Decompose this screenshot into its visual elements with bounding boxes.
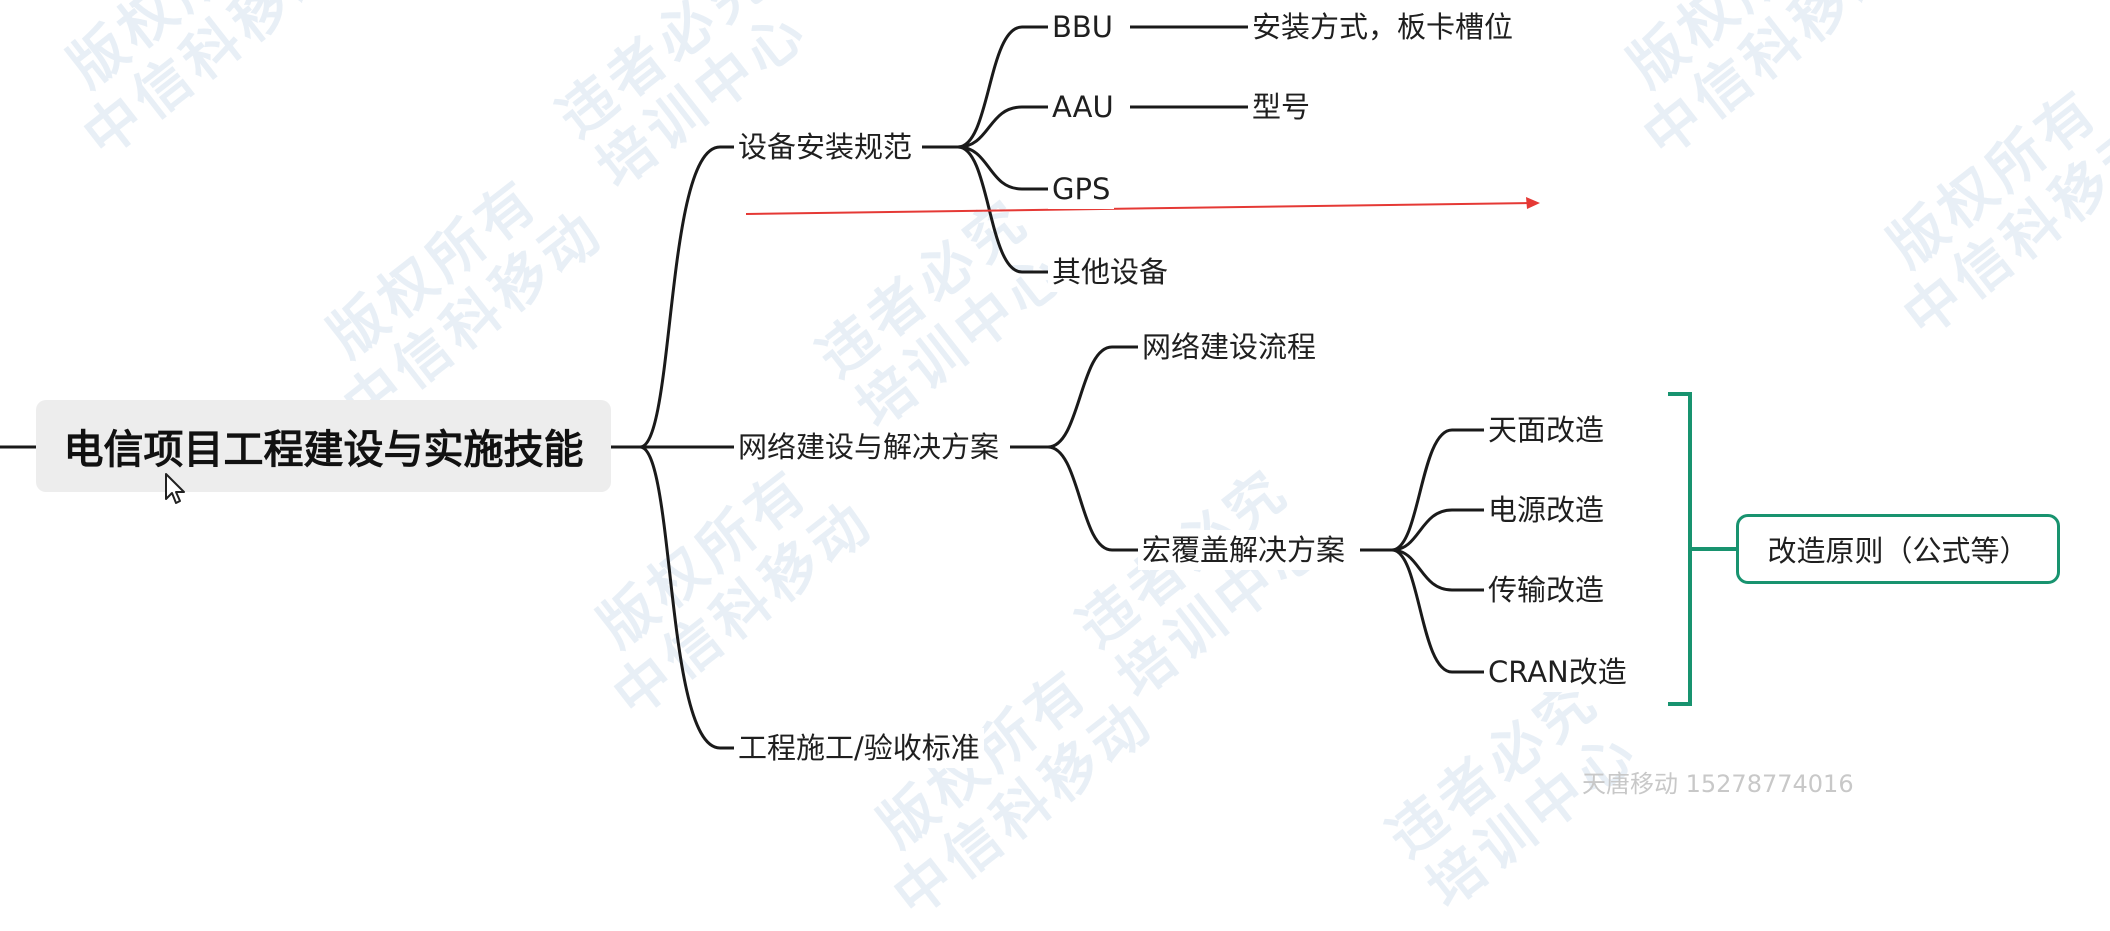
connector-device-aau	[957, 105, 1048, 149]
node-label: BBU	[1052, 10, 1114, 44]
node-label: CRAN改造	[1488, 655, 1627, 689]
connector-device-bbu	[957, 25, 1048, 149]
node-label: 设备安装规范	[738, 130, 913, 164]
node-label: 网络建设与解决方案	[738, 430, 1000, 464]
node-label: 宏覆盖解决方案	[1142, 533, 1346, 567]
node-macro-solution[interactable]: 宏覆盖解决方案	[1138, 530, 1350, 570]
node-label: AAU	[1052, 90, 1114, 124]
node-label: 其他设备	[1052, 255, 1169, 289]
connector-lines	[0, 25, 1736, 750]
node-label: 天面改造	[1488, 413, 1605, 447]
node-label: 电源改造	[1488, 493, 1605, 527]
mouse-cursor-icon	[165, 473, 185, 504]
node-label: 工程施工/验收标准	[738, 731, 980, 765]
node-construction-acceptance[interactable]: 工程施工/验收标准	[734, 728, 984, 768]
summary-bracket	[1668, 392, 1692, 706]
node-bbu[interactable]: BBU	[1048, 7, 1118, 47]
connector-root-device	[639, 145, 738, 449]
connector-root-construction	[639, 445, 738, 750]
node-device-install[interactable]: 设备安装规范	[734, 127, 917, 167]
node-tianmian[interactable]: 天面改造	[1484, 410, 1609, 450]
connector-macro-tianmian	[1391, 428, 1484, 552]
connector-network-macro	[1047, 445, 1138, 552]
node-network-solution[interactable]: 网络建设与解决方案	[734, 427, 1004, 467]
connector-macro-power	[1391, 508, 1484, 552]
summary-label: 改造原则（公式等）	[1767, 534, 2029, 568]
red-annotation-arrowhead	[1526, 197, 1540, 209]
connector-macro-transport	[1391, 548, 1484, 592]
node-label: GPS	[1052, 172, 1111, 206]
node-aau[interactable]: AAU	[1048, 87, 1118, 127]
node-network-process[interactable]: 网络建设流程	[1138, 327, 1321, 367]
red-annotation-line	[745, 202, 1531, 215]
connector-network-process	[1047, 345, 1138, 449]
node-label: 传输改造	[1488, 573, 1605, 607]
node-bbu-detail[interactable]: 安装方式，板卡槽位	[1248, 7, 1518, 47]
node-label: 型号	[1252, 90, 1311, 124]
footer-contact-note: 天唐移动 15278774016	[1582, 770, 1854, 798]
node-aau-detail[interactable]: 型号	[1248, 87, 1315, 127]
node-gps[interactable]: GPS	[1048, 169, 1115, 209]
root-node[interactable]: 电信项目工程建设与实施技能	[36, 400, 611, 492]
node-transport[interactable]: 传输改造	[1484, 570, 1609, 610]
connector-device-other	[957, 145, 1048, 274]
node-power[interactable]: 电源改造	[1484, 490, 1609, 530]
node-label: 网络建设流程	[1142, 330, 1317, 364]
connector-device-gps	[957, 145, 1048, 191]
root-node-label: 电信项目工程建设与实施技能	[63, 427, 584, 473]
node-label: 安装方式，板卡槽位	[1252, 10, 1514, 44]
node-other-equipment[interactable]: 其他设备	[1048, 252, 1173, 292]
connector-macro-cran	[1391, 548, 1484, 674]
summary-node[interactable]: 改造原则（公式等）	[1736, 514, 2060, 584]
node-cran[interactable]: CRAN改造	[1484, 652, 1631, 692]
